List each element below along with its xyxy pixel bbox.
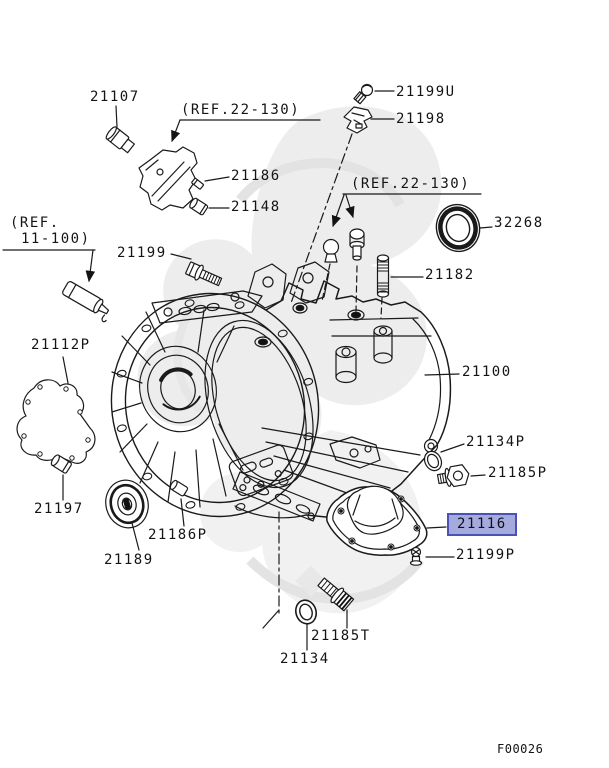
part-label-21199P: 21199P xyxy=(456,547,516,563)
part-label-21107: 21107 xyxy=(90,89,140,105)
part-drawing-21182 xyxy=(376,254,390,298)
part-label-21199U: 21199U xyxy=(396,84,456,100)
part-label-21148: 21148 xyxy=(231,199,281,215)
part-drawing-ref-bracket xyxy=(138,146,198,211)
part-drawing-21148 xyxy=(189,197,209,216)
part-label-21199: 21199 xyxy=(117,245,167,261)
part-drawing-21199U xyxy=(353,83,374,105)
part-drawing-21186 xyxy=(191,177,204,190)
figure-code: F00026 xyxy=(497,742,544,756)
part-label-21185P: 21185P xyxy=(488,465,548,481)
assembly-centerlines xyxy=(262,133,383,629)
part-drawing-sealant-tube xyxy=(62,281,110,323)
part-label-21198: 21198 xyxy=(396,111,446,127)
part-label-21100: 21100 xyxy=(462,364,512,380)
part-label-21186: 21186 xyxy=(231,168,281,184)
part-drawing-ref-plug xyxy=(349,228,365,261)
reference-label-11-100-line2: 11-100) xyxy=(21,231,91,247)
part-drawing-21198 xyxy=(343,106,373,134)
part-label-21186P: 21186P xyxy=(148,527,208,543)
part-drawing-21112P xyxy=(16,379,96,464)
part-drawing-21185T xyxy=(317,577,355,612)
part-drawing-ref-ball xyxy=(322,238,340,263)
part-drawing-21197 xyxy=(50,454,72,474)
part-drawing-21199 xyxy=(185,261,223,287)
reference-label-22-130-right: (REF.22-130) xyxy=(351,176,471,192)
leader-lines xyxy=(62,90,493,651)
part-label-21182: 21182 xyxy=(425,267,475,283)
transmission-case-drawing xyxy=(110,261,452,522)
reference-arrows xyxy=(2,119,482,283)
part-drawing-21189 xyxy=(105,479,149,529)
part-label-21134: 21134 xyxy=(280,651,330,667)
part-label-21112P: 21112P xyxy=(31,337,91,353)
part-label-21189: 21189 xyxy=(104,552,154,568)
part-drawing-21134 xyxy=(294,599,318,625)
part-drawing-21199P xyxy=(409,546,423,566)
part-label-21116-highlighted: 21116 xyxy=(447,513,517,536)
reference-label-11-100-line1: (REF. xyxy=(10,215,60,231)
part-label-32268: 32268 xyxy=(494,215,544,231)
part-drawing-21134P xyxy=(423,450,443,472)
part-drawing-21185P xyxy=(436,464,470,488)
part-label-21197: 21197 xyxy=(34,501,84,517)
part-drawing-21107 xyxy=(105,126,135,154)
part-drawing-32268 xyxy=(435,203,481,253)
part-label-21134P: 21134P xyxy=(466,434,526,450)
part-drawing-21116-oil-pan xyxy=(326,485,428,556)
part-label-21185T: 21185T xyxy=(311,628,371,644)
reference-label-22-130-top: (REF.22-130) xyxy=(181,102,301,118)
part-drawing-21186P xyxy=(169,479,189,497)
